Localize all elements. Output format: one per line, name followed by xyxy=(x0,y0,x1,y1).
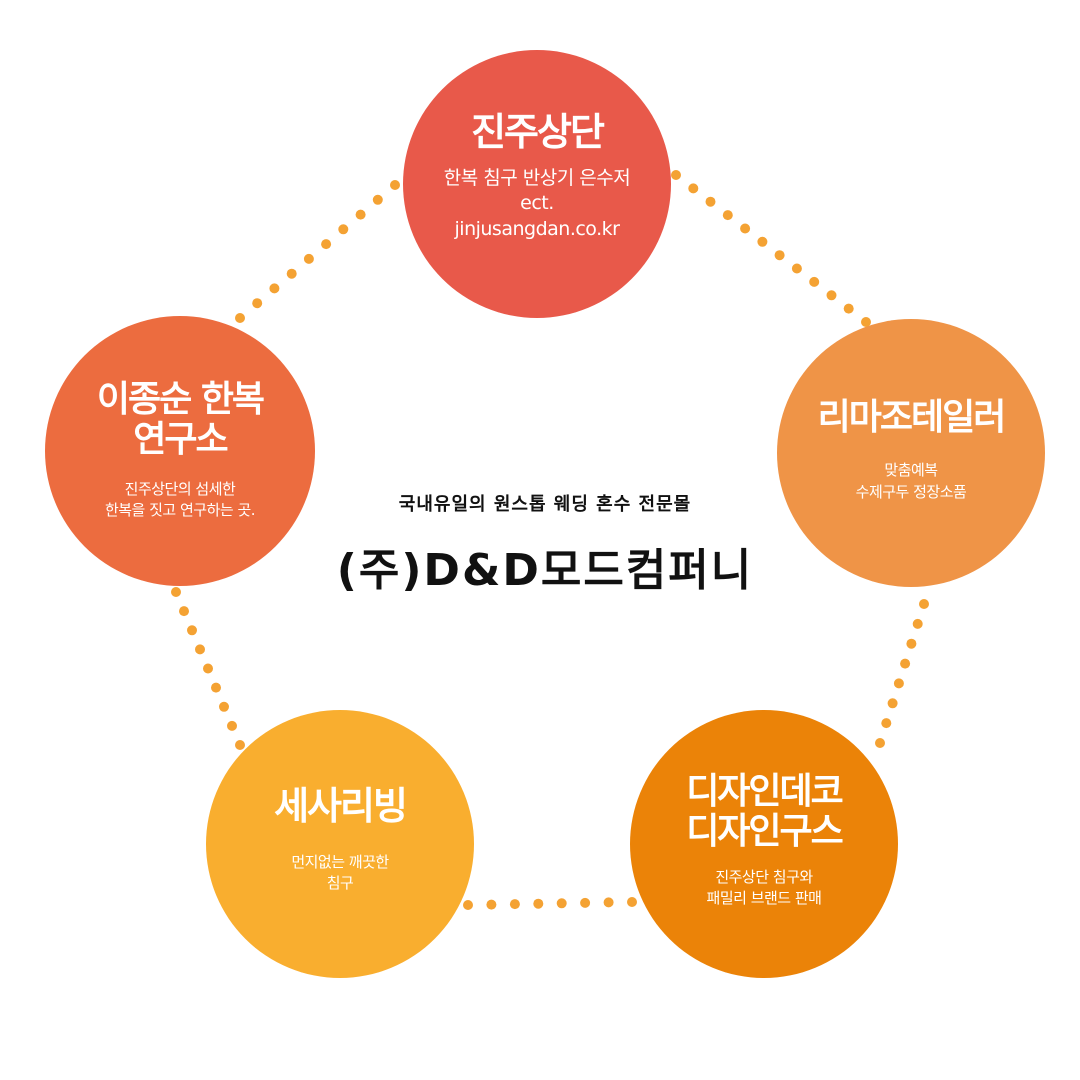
connector-dot xyxy=(893,678,904,689)
desc-line: 한복을 짓고 연구하는 곳. xyxy=(104,501,256,520)
connector-dot xyxy=(372,194,383,205)
node-title: 진주상단 xyxy=(471,110,605,155)
connector-dot xyxy=(463,900,473,910)
connector-dot xyxy=(235,740,245,750)
connector-dot xyxy=(509,899,520,910)
node-title: 디자인데코 디자인구스 xyxy=(686,770,844,853)
desc-line: 한복 침구 반상기 은수저 xyxy=(443,166,631,189)
connector-dot xyxy=(826,290,837,301)
connector-dot xyxy=(486,899,497,910)
connector-dot xyxy=(286,268,297,279)
connector-dot xyxy=(740,223,751,234)
desc-line: 패밀리 브랜드 판매 xyxy=(706,889,822,908)
connector-dot xyxy=(355,209,366,220)
connector-dot xyxy=(603,897,614,908)
connector-dot xyxy=(875,738,885,748)
desc-line: ect. xyxy=(520,192,554,215)
desc-line: 맞춤예복 xyxy=(884,461,938,480)
node-description: 먼지없는 깨끗한 침구 xyxy=(291,852,389,896)
connector-dot xyxy=(195,644,205,655)
connector-dot xyxy=(556,898,567,909)
node-description: 맞춤예복 수제구두 정장소품 xyxy=(856,460,967,504)
connector-dot xyxy=(338,224,349,235)
connector-dot xyxy=(269,283,280,294)
connector-dot xyxy=(203,663,213,674)
connector-dot xyxy=(919,599,929,609)
connector-dot xyxy=(252,298,263,309)
desc-line: 진주상단 침구와 xyxy=(715,867,813,886)
connector-dot xyxy=(843,303,854,314)
title-line: 디자인데코 xyxy=(686,770,844,812)
connector-dot xyxy=(179,606,189,617)
connector-dot xyxy=(533,898,544,909)
connector-dot xyxy=(906,638,917,649)
desc-line: 침구 xyxy=(326,874,354,893)
title-line: 연구소 xyxy=(133,419,228,461)
connector-dot xyxy=(774,250,785,261)
desc-line: 수제구두 정장소품 xyxy=(855,483,967,502)
company-name: (주)D&D모드컴퍼니 xyxy=(336,545,754,596)
connector-dot xyxy=(627,897,637,907)
website-link[interactable]: jinjusangdan.co.kr xyxy=(454,218,620,241)
connector-dot xyxy=(211,682,221,693)
node-title: 리마조테일러 xyxy=(817,397,1007,439)
connector-dot xyxy=(887,698,898,709)
connector-dot xyxy=(580,897,591,908)
node-description: 진주상단 침구와 패밀리 브랜드 판매 xyxy=(707,867,822,911)
node-leejongsoon-hanbok-lab[interactable]: 이종순 한복 연구소 진주상단의 섬세한 한복을 짓고 연구하는 곳. xyxy=(45,316,315,586)
desc-line: 먼지없는 깨끗한 xyxy=(291,852,389,871)
desc-line: 진주상단의 섬세한 xyxy=(124,479,236,498)
connector-dot xyxy=(227,720,237,731)
node-description: 진주상단의 섬세한 한복을 짓고 연구하는 곳. xyxy=(104,479,256,523)
connector-dot xyxy=(705,196,716,207)
node-design-deco[interactable]: 디자인데코 디자인구스 진주상단 침구와 패밀리 브랜드 판매 xyxy=(630,710,898,978)
connector-dot xyxy=(688,183,699,194)
connector-dot xyxy=(900,658,911,669)
connector-dot xyxy=(671,170,681,180)
connector-dot xyxy=(722,210,733,221)
tagline: 국내유일의 원스톱 웨딩 혼수 전문몰 xyxy=(398,494,692,515)
node-sesa-living[interactable]: 세사리빙 먼지없는 깨끗한 침구 xyxy=(206,710,474,978)
node-rima-tailor[interactable]: 리마조테일러 맞춤예복 수제구두 정장소품 xyxy=(777,319,1045,587)
node-description: 한복 침구 반상기 은수저 ect. jinjusangdan.co.kr xyxy=(443,166,631,243)
connector-dot xyxy=(171,587,181,597)
connector-dot xyxy=(809,276,820,287)
connector-dot xyxy=(219,701,229,712)
connector-dot xyxy=(912,618,923,629)
connector-dot xyxy=(791,263,802,274)
connector-dot xyxy=(235,313,245,323)
connector-dot xyxy=(390,180,400,190)
node-jinju-sangdan[interactable]: 진주상단 한복 침구 반상기 은수저 ect. jinjusangdan.co.… xyxy=(403,50,671,318)
connector-dot xyxy=(187,625,197,636)
connector-dot xyxy=(881,718,892,729)
connector-dot xyxy=(861,317,871,327)
node-title: 이종순 한복 연구소 xyxy=(96,378,265,461)
connector-dot xyxy=(303,253,314,264)
title-line: 디자인구스 xyxy=(686,811,844,853)
connector-dot xyxy=(757,236,768,247)
center-brand-block: 국내유일의 원스톱 웨딩 혼수 전문몰 (주)D&D모드컴퍼니 xyxy=(300,490,790,598)
title-line: 이종순 한복 xyxy=(96,378,265,420)
connector-dot xyxy=(321,239,332,250)
node-title: 세사리빙 xyxy=(274,783,408,828)
